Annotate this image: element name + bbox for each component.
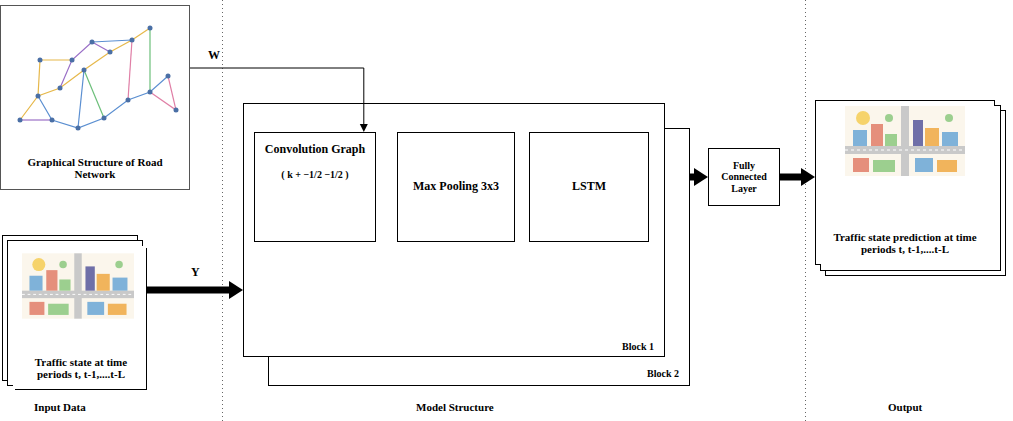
node-label: LSTM [572,180,606,194]
process-box: Convolution Graph ( k + −1/2 −1/2 ) [254,132,376,242]
stacked-input-frames [3,236,147,390]
weight-arrow [190,68,364,124]
road-network-nodes [18,26,179,131]
node-label: Block 1 [622,341,654,353]
flow-arrow [780,174,801,181]
block-box: Block 1 Convolution Graph ( k + −1/2 −1/2 … [243,103,665,357]
road-network-graph [20,28,176,128]
node-label: Traffic state at time periods t, t-1,...… [22,356,140,381]
divider-lines [223,0,806,421]
flow-arrow [690,174,694,181]
edge-label: Y [189,265,202,280]
node-label: Traffic state prediction at time periods… [822,231,988,256]
process-box: LSTM [529,132,649,242]
stacked-output-frames [816,101,1006,276]
process-box: Max Pooling 3x3 [397,132,515,242]
node-label: Block 2 [647,368,679,380]
section-label: Output [888,401,922,413]
city-illustration [845,106,965,176]
flow-arrow [147,287,229,294]
edge-label: W [206,48,222,63]
node-label: Max Pooling 3x3 [413,180,499,194]
section-label: Model Structure [416,401,494,413]
city-illustration [22,253,134,318]
section-label: Input Data [34,401,86,413]
node-label: Graphical Structure of Road Network [7,156,183,181]
formula-text: ( k + −1/2 −1/2 ) [281,169,348,181]
process-box: Fully Connected Layer [708,148,780,206]
node-label: Fully Connected Layer [713,160,775,195]
node-label: Convolution Graph [265,143,365,157]
